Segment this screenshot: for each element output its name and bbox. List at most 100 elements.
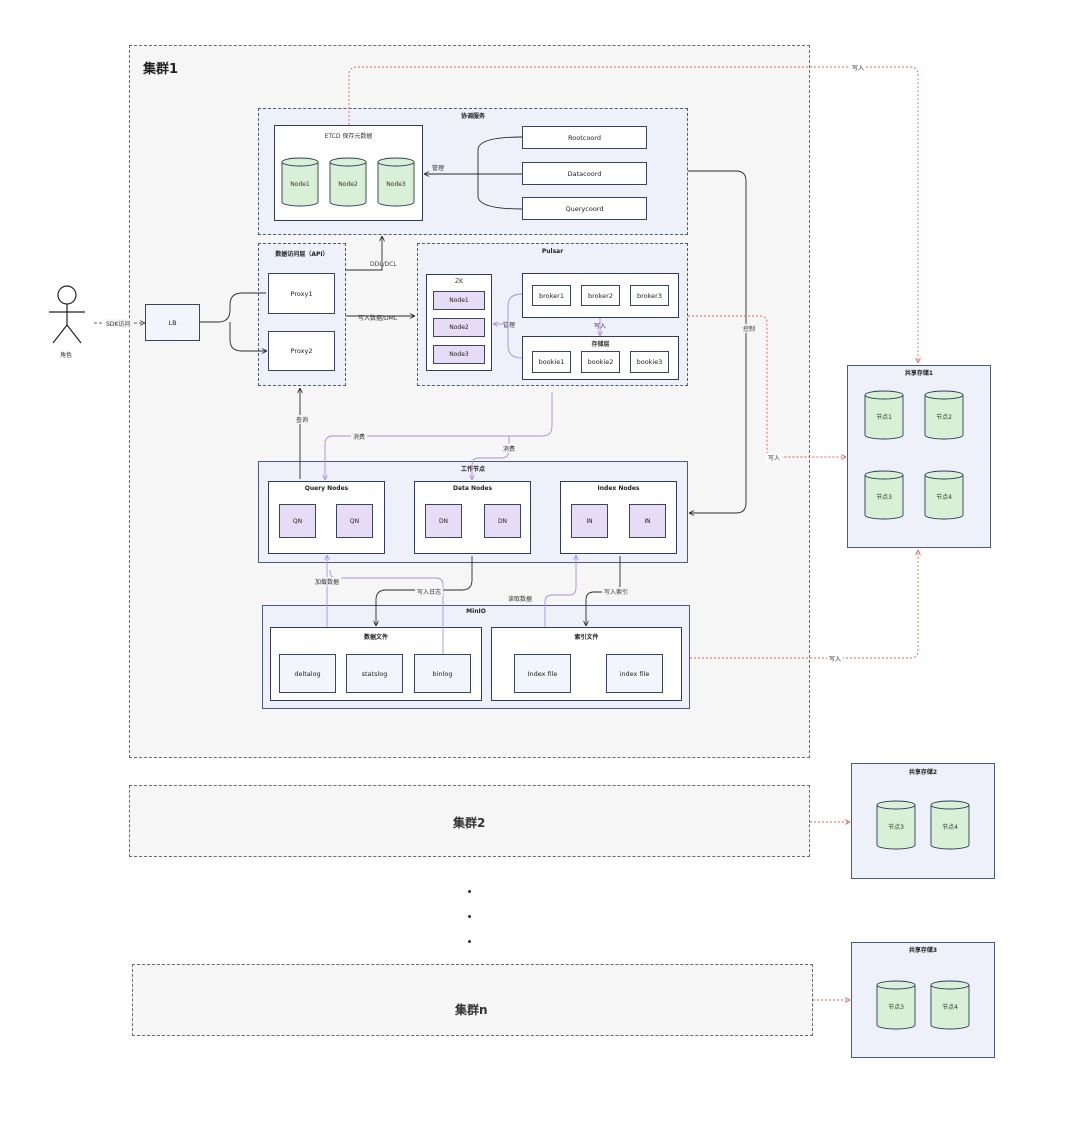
storage1-node-3-label: 节点3 <box>876 493 892 501</box>
storage3-node-1-label: 节点3 <box>888 1003 904 1011</box>
proxy1-box[interactable]: Proxy1 <box>268 273 335 314</box>
subscribe-line-2 <box>472 436 510 479</box>
ddl-label: DDL/DCL <box>368 261 399 268</box>
etcd-node-2[interactable]: Node2 <box>329 157 367 207</box>
etcd-node-1-label: Node1 <box>290 181 310 188</box>
index-file-box-1[interactable]: Index file <box>514 654 571 693</box>
dn-node-2[interactable]: DN <box>484 504 521 538</box>
index-files-title: 索引文件 <box>574 634 599 641</box>
load-data-label: 加载数据 <box>313 577 342 586</box>
cluster-2-title: 集群2 <box>453 816 486 830</box>
storage1-node-3[interactable]: 节点3 <box>864 470 904 520</box>
bookie1-box[interactable]: bookie1 <box>532 351 571 373</box>
ddl-arrow <box>346 237 382 271</box>
etcd-node-2-label: Node2 <box>338 181 358 188</box>
shared-storage-1-title: 共享存储1 <box>904 370 934 377</box>
storage1-node-4[interactable]: 节点4 <box>924 470 964 520</box>
storage2-node-2[interactable]: 节点4 <box>930 800 970 850</box>
storage3-node-2-label: 节点4 <box>942 1003 958 1011</box>
ellipsis-dot-3 <box>468 940 471 943</box>
actor-label: 角色 <box>60 352 73 359</box>
load-data-line-2 <box>329 569 444 654</box>
zk-node1[interactable]: Node1 <box>433 291 485 310</box>
etcd-node-3-label: Node3 <box>386 181 406 188</box>
worker-title: 工作节点 <box>460 466 485 473</box>
bookie3-box[interactable]: bookie3 <box>630 351 669 373</box>
write-s1-label-bottom: 写入 <box>827 654 844 663</box>
qn-node-2[interactable]: QN <box>336 504 373 538</box>
index-nodes-title: Index Nodes <box>597 485 640 492</box>
shared-storage-3-title: 共享存储3 <box>908 947 938 954</box>
read-data-line <box>544 556 576 627</box>
etcd-title: ETCD 保存元数据 <box>324 133 373 140</box>
storage2-node-1[interactable]: 节点3 <box>876 800 916 850</box>
control-label: 控制 <box>741 324 758 333</box>
dn-node-1[interactable]: DN <box>425 504 462 538</box>
ellipsis-dot-1 <box>468 890 471 893</box>
coord-service-title: 协调服务 <box>460 113 485 120</box>
data-files-title: 数据文件 <box>363 634 388 641</box>
subscribe-label-1: 消费 <box>351 432 368 441</box>
statslog-box[interactable]: statslog <box>346 654 403 693</box>
etcd-node-3[interactable]: Node3 <box>377 157 415 207</box>
storage1-node-2-label: 节点2 <box>936 413 952 421</box>
query-nodes-title: Query Nodes <box>304 485 349 492</box>
manage-label-coord: 管理 <box>432 165 445 172</box>
lb-proxy-arrows <box>200 292 266 351</box>
etcd-node-1[interactable]: Node1 <box>281 157 319 207</box>
coord-manage-arrows <box>425 136 523 210</box>
storage1-node-1[interactable]: 节点1 <box>864 390 904 440</box>
minio-title: MinIO <box>466 608 486 615</box>
storage2-node-2-label: 节点4 <box>942 823 958 831</box>
zk-node2[interactable]: Node2 <box>433 318 485 337</box>
proxy2-box[interactable]: Proxy2 <box>268 331 335 371</box>
lb-box[interactable]: LB <box>145 304 200 341</box>
write-dml-label: 写入数据/DML <box>358 315 398 322</box>
datacoord-box[interactable]: Datacoord <box>522 162 647 185</box>
broker1-box[interactable]: broker1 <box>532 285 571 306</box>
zk-title: ZK <box>454 278 464 285</box>
red-pulsar-storage <box>688 315 845 457</box>
pulsar-manage-label: 管理 <box>503 322 516 329</box>
red-etcd-storage <box>348 66 918 362</box>
write-log-label: 写入日志 <box>415 587 444 596</box>
storage3-node-1[interactable]: 节点3 <box>876 980 916 1030</box>
broker2-box[interactable]: broker2 <box>581 285 620 306</box>
shared-storage-2 <box>851 763 995 879</box>
index-file-box-2[interactable]: index file <box>606 654 663 693</box>
binlog-box[interactable]: binlog <box>414 654 471 693</box>
storage1-node-1-label: 节点1 <box>876 413 892 421</box>
cluster-2 <box>129 785 810 857</box>
cluster-n-title: 集群n <box>455 1003 488 1017</box>
write-s1-label-mid: 写入 <box>766 453 783 462</box>
deltalog-box[interactable]: deltalog <box>279 654 336 693</box>
in-node-2[interactable]: IN <box>629 504 666 538</box>
in-node-1[interactable]: IN <box>571 504 608 538</box>
sdk-label: SDK访问 <box>104 319 133 328</box>
pulsar-title: Pulsar <box>541 248 564 255</box>
read-data-label: 读取数据 <box>506 594 535 603</box>
query-label: 查询 <box>294 415 311 424</box>
broker3-box[interactable]: broker3 <box>630 285 669 306</box>
write-index-label: 写入索引 <box>602 587 631 596</box>
zk-manage <box>494 293 523 359</box>
storage1-node-4-label: 节点4 <box>936 493 952 501</box>
write-s1-label-top: 写入 <box>850 63 867 72</box>
qn-node-1[interactable]: QN <box>279 504 316 538</box>
storage1-node-2[interactable]: 节点2 <box>924 390 964 440</box>
shared-storage-2-title: 共享存储2 <box>908 769 938 776</box>
subscribe-label-2: 消费 <box>501 444 518 453</box>
control-arrow <box>688 170 747 513</box>
cluster-1-title: 集群1 <box>143 62 179 77</box>
api-title: 数据访问层（API） <box>275 251 329 258</box>
actor-icon <box>49 285 85 344</box>
shared-storage-3 <box>851 942 995 1058</box>
subscribe-line-1 <box>325 392 553 479</box>
data-nodes-title: Data Nodes <box>452 485 493 492</box>
querycoord-box[interactable]: Querycoord <box>522 197 647 220</box>
zk-node3[interactable]: Node3 <box>433 345 485 364</box>
bookie2-box[interactable]: bookie2 <box>581 351 620 373</box>
storage3-node-2[interactable]: 节点4 <box>930 980 970 1030</box>
rootcoord-box[interactable]: Rootcoord <box>522 126 647 149</box>
